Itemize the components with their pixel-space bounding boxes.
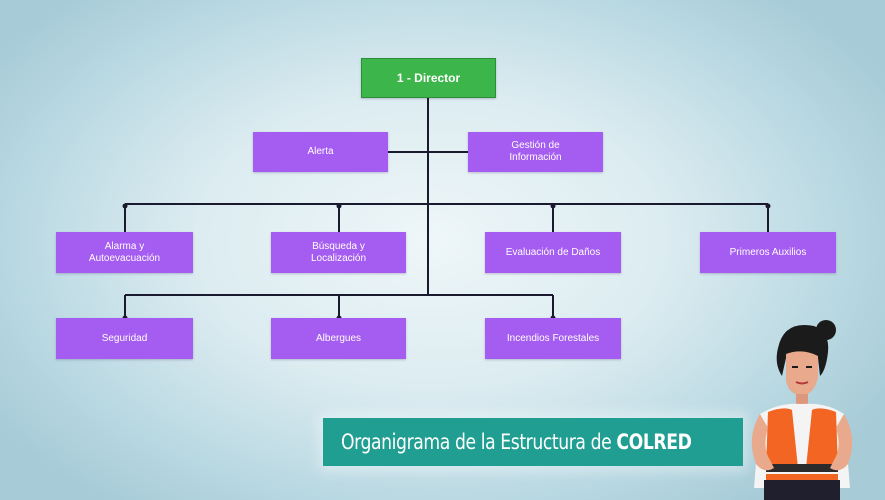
banner-title-strong: COLRED — [616, 430, 692, 454]
woman-in-orange-vest-illustration — [751, 320, 853, 500]
node-evaluacion-danos: Evaluación de Daños — [485, 232, 621, 273]
node-seguridad: Seguridad — [56, 318, 193, 359]
node-alerta: Alerta — [253, 132, 388, 172]
banner-title: Organigrama de la Estructura de COLRED — [341, 430, 692, 454]
banner-title-part: Organigrama de la Estructura de — [341, 430, 617, 454]
node-busqueda-localizacion: Búsqueda y Localización — [271, 232, 406, 273]
junction-dot — [336, 203, 342, 209]
node-gestion-informacion: Gestión de Información — [468, 132, 603, 172]
node-albergues: Albergues — [271, 318, 406, 359]
node-alarma-autoevacuacion: Alarma y Autoevacuación — [56, 232, 193, 273]
node-primeros-auxilios: Primeros Auxilios — [700, 232, 836, 273]
title-banner: Organigrama de la Estructura de COLRED — [323, 418, 743, 466]
node-incendios-forestales: Incendios Forestales — [485, 318, 621, 359]
node-director: 1 - Director — [361, 58, 496, 98]
junction-dot — [122, 203, 128, 209]
junction-dot — [550, 203, 556, 209]
junction-dot — [765, 203, 771, 209]
